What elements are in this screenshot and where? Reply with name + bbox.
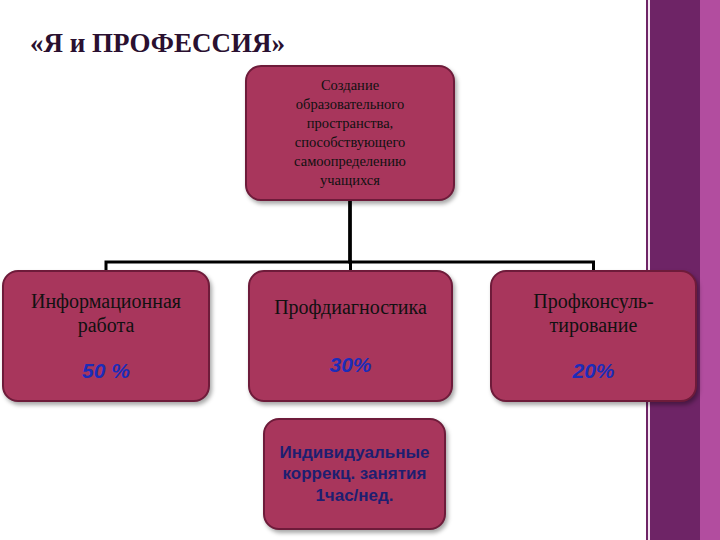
box-text: Профконсуль- тирование bbox=[500, 289, 687, 337]
percent-value: 30% bbox=[329, 352, 371, 377]
tree-connector bbox=[350, 201, 594, 270]
box-text: Информационная работа bbox=[12, 289, 200, 337]
box-text: Профдиагностика bbox=[274, 295, 427, 319]
box-text: Создание образовательного пространства, … bbox=[275, 76, 425, 189]
percent-value: 20% bbox=[572, 358, 614, 383]
goal-box: Создание образовательного пространства, … bbox=[245, 65, 455, 201]
direction-box: Профконсуль- тирование 20% bbox=[490, 270, 697, 402]
slide-title: «Я и ПРОФЕССИЯ» bbox=[30, 28, 285, 59]
tree-connector bbox=[106, 201, 350, 270]
side-strip bbox=[700, 0, 720, 540]
lesson-box: Индивидуальные коррекц. занятия 1час/нед… bbox=[263, 418, 446, 530]
box-text: Индивидуальные коррекц. занятия 1час/нед… bbox=[273, 442, 436, 506]
direction-box: Профдиагностика 30% bbox=[248, 270, 453, 402]
direction-box: Информационная работа 50 % bbox=[2, 270, 210, 402]
percent-value: 50 % bbox=[82, 358, 130, 383]
